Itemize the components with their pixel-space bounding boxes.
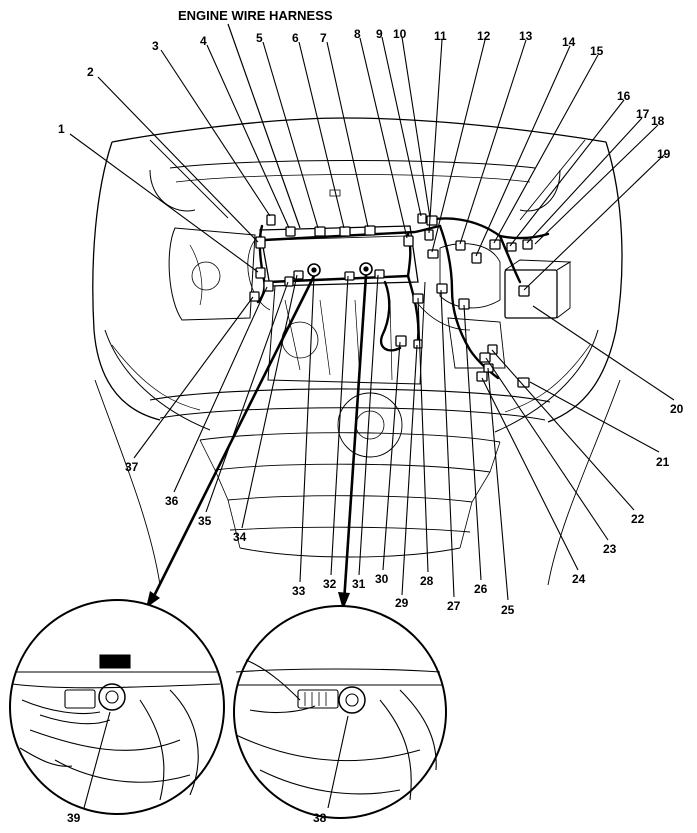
connector-29 — [413, 339, 423, 349]
callout-26: 26 — [474, 582, 488, 596]
connector-22 — [487, 344, 498, 355]
diagram-title: ENGINE WIRE HARNESS — [178, 8, 333, 23]
connector-23 — [479, 352, 491, 363]
harness-connectors — [249, 213, 533, 388]
detail-left: 39 — [9, 599, 225, 825]
connector-31 — [374, 269, 385, 279]
callout-9: 9 — [376, 27, 383, 41]
connector-4 — [285, 226, 296, 237]
callout-17: 17 — [636, 107, 650, 121]
connector-10 — [426, 215, 438, 226]
detail-left-label: 39 — [67, 811, 81, 825]
connector-34 — [293, 270, 304, 280]
detail-arrowheads — [146, 591, 350, 610]
connector-3 — [266, 214, 276, 226]
callout-37: 37 — [125, 460, 139, 474]
detail-right-label: 38 — [313, 811, 327, 825]
connector-9 — [417, 213, 427, 224]
connector-24 — [476, 371, 488, 382]
connector-6 — [339, 226, 351, 237]
callout-33: 33 — [292, 584, 306, 598]
detail-magnifier-circle — [233, 605, 447, 819]
arrowhead-left — [146, 591, 160, 608]
callout-11: 11 — [434, 29, 447, 43]
callout-19: 19 — [657, 147, 671, 161]
connector-32 — [344, 271, 355, 281]
connector-12 — [427, 249, 439, 259]
callout-20: 20 — [670, 402, 684, 416]
callout-7: 7 — [320, 31, 327, 45]
callout-3: 3 — [152, 39, 159, 53]
callout-12: 12 — [477, 29, 491, 43]
callout-4: 4 — [200, 34, 207, 48]
connector-19 — [518, 285, 530, 297]
callout-18: 18 — [651, 114, 665, 128]
callout-23: 23 — [603, 542, 617, 556]
callout-31: 31 — [352, 577, 366, 591]
callout-30: 30 — [375, 572, 389, 586]
arrowhead-right — [338, 592, 350, 610]
connector-5 — [314, 226, 326, 237]
callout-15: 15 — [590, 44, 604, 58]
engine-bay-drawing — [92, 117, 623, 586]
connector-2 — [255, 236, 266, 249]
connector-16 — [506, 242, 517, 252]
callout-13: 13 — [519, 29, 533, 43]
callout-32: 32 — [323, 577, 337, 591]
callout-2: 2 — [87, 65, 94, 79]
connector-8 — [403, 235, 414, 247]
connector-15 — [489, 239, 501, 250]
callout-25: 25 — [501, 603, 515, 617]
connector-14 — [471, 252, 482, 264]
callout-10: 10 — [393, 27, 407, 41]
callout-8: 8 — [354, 27, 361, 41]
callout-24: 24 — [572, 572, 586, 586]
callout-34: 34 — [233, 530, 247, 544]
callout-5: 5 — [256, 31, 263, 45]
callout-27: 27 — [447, 599, 461, 613]
callout-14: 14 — [562, 35, 576, 49]
callout-6: 6 — [292, 31, 299, 45]
connector-27 — [436, 283, 448, 294]
connector-21 — [517, 377, 530, 388]
callout-36: 36 — [165, 494, 179, 508]
detail-right: 38 — [233, 605, 447, 825]
callout-1: 1 — [58, 122, 65, 136]
callout-16: 16 — [617, 89, 631, 103]
connector-35 — [284, 276, 294, 287]
detail-magnifier-circle — [9, 599, 225, 815]
title-leader-line — [227, 23, 301, 229]
callout-21: 21 — [656, 455, 670, 469]
connector-7 — [364, 225, 376, 236]
callout-35: 35 — [198, 514, 212, 528]
detail-arrows — [150, 274, 368, 603]
connector-30 — [395, 335, 407, 347]
callout-22: 22 — [631, 512, 645, 526]
connector-1 — [255, 267, 266, 279]
callout-29: 29 — [395, 596, 409, 610]
leader-lines — [69, 36, 675, 601]
callout-numbers: 1 2 3 4 5 6 7 8 9 10 11 12 13 14 15 16 1… — [58, 27, 684, 617]
callout-28: 28 — [420, 574, 434, 588]
connector-17 — [522, 239, 533, 250]
